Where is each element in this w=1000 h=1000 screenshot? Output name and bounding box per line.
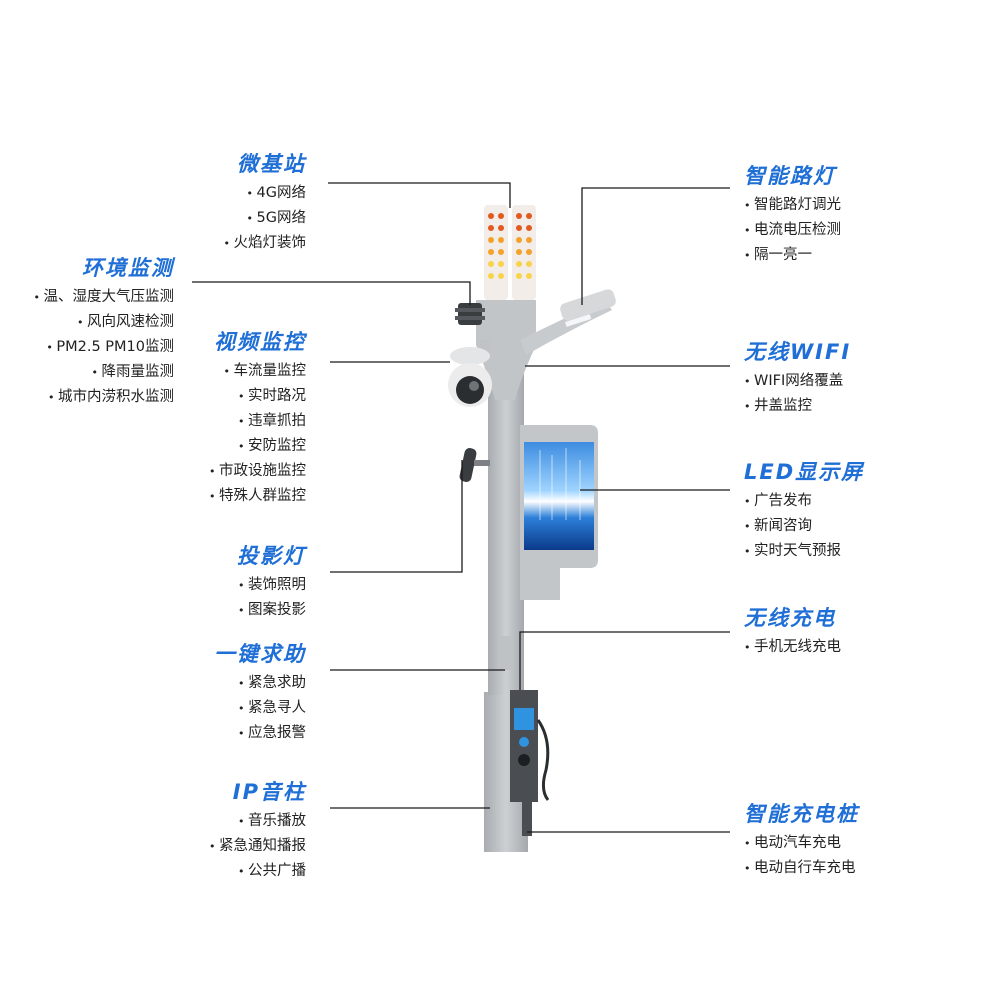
title-projection-light: 投影灯	[237, 544, 306, 568]
list-item: 5G网络	[224, 206, 306, 231]
streetlight-lamp	[560, 289, 616, 321]
list-item: 火焰灯装饰	[224, 231, 307, 256]
list-item: 电动汽车充电	[744, 831, 856, 856]
leader-smart-streetlight	[581, 187, 730, 305]
title-environment-monitoring: 环境监测	[82, 256, 174, 280]
items-wireless-charging: 手机无线充电	[744, 635, 841, 660]
list-item: 应急报警	[238, 721, 306, 746]
title-ip-speaker: IP音柱	[232, 780, 306, 804]
items-micro-base-station: 4G网络 5G网络 火焰灯装饰	[224, 181, 307, 256]
environment-sensor	[455, 303, 485, 325]
list-item: 车流量监控	[209, 359, 307, 384]
title-video-surveillance: 视频监控	[214, 330, 306, 354]
items-wireless-wifi: WIFI网络覆盖 井盖监控	[744, 369, 843, 419]
list-item: 紧急求助	[238, 671, 306, 696]
list-item: 广告发布	[744, 489, 841, 514]
list-item: 违章抓拍	[209, 409, 306, 434]
title-one-key-help: 一键求助	[214, 642, 306, 666]
flame-lamp-decoration	[484, 205, 536, 300]
items-video-surveillance: 车流量监控 实时路况 违章抓拍 安防监控 市政设施监控 特殊人群监控	[209, 359, 306, 509]
list-item: WIFI网络覆盖	[744, 369, 843, 394]
items-ip-speaker: 音乐播放 紧急通知播报 公共广播	[209, 809, 306, 884]
list-item: 特殊人群监控	[209, 484, 306, 509]
list-item: 安防监控	[209, 434, 306, 459]
list-item: PM2.5 PM10监测	[34, 335, 174, 360]
list-item: 手机无线充电	[744, 635, 841, 660]
dome-camera	[448, 340, 492, 407]
items-one-key-help: 紧急求助 紧急寻人 应急报警	[238, 671, 306, 746]
pole-head	[476, 300, 536, 400]
items-environment-monitoring: 温、湿度大气压监测 风向风速检测 PM2.5 PM10监测 降雨量监测 城市内涝…	[34, 285, 175, 410]
title-micro-base-station: 微基站	[237, 152, 306, 176]
list-item: 降雨量监测	[34, 360, 175, 385]
list-item: 电动自行车充电	[744, 856, 856, 881]
leader-environment-monitoring	[192, 281, 471, 305]
list-item: 井盖监控	[744, 394, 843, 419]
list-item: 智能路灯调光	[744, 193, 841, 218]
charging-pile	[510, 690, 550, 836]
list-item: 公共广播	[209, 859, 306, 884]
list-item: 紧急通知播报	[209, 834, 306, 859]
list-item: 装饰照明	[238, 573, 306, 598]
list-item: 4G网络	[224, 181, 306, 206]
items-projection-light: 装饰照明 图案投影	[238, 573, 306, 623]
help-panel	[498, 636, 512, 670]
list-item: 市政设施监控	[209, 459, 306, 484]
list-item: 风向风速检测	[34, 310, 174, 335]
leader-wireless-charging	[519, 631, 730, 690]
title-wireless-wifi: 无线WIFI	[744, 340, 852, 364]
title-smart-streetlight: 智能路灯	[744, 164, 836, 188]
list-item: 新闻咨询	[744, 514, 841, 539]
list-item: 温、湿度大气压监测	[34, 285, 175, 310]
list-item: 紧急寻人	[238, 696, 306, 721]
leader-micro-base-station	[328, 182, 511, 208]
leader-projection-light	[330, 460, 463, 573]
items-smart-charging-pile: 电动汽车充电 电动自行车充电	[744, 831, 856, 881]
list-item: 音乐播放	[209, 809, 306, 834]
list-item: 电流电压检测	[744, 218, 841, 243]
list-item: 实时天气预报	[744, 539, 841, 564]
list-item: 城市内涝积水监测	[34, 385, 174, 410]
title-led-display: LED显示屏	[744, 460, 865, 484]
title-wireless-charging: 无线充电	[744, 606, 836, 630]
list-item: 图案投影	[238, 598, 306, 623]
title-smart-charging-pile: 智能充电桩	[744, 802, 859, 826]
list-item: 实时路况	[209, 384, 306, 409]
list-item: 隔一亮一	[744, 243, 841, 268]
led-screen	[524, 442, 594, 550]
items-led-display: 广告发布 新闻咨询 实时天气预报	[744, 489, 841, 564]
items-smart-streetlight: 智能路灯调光 电流电压检测 隔一亮一	[744, 193, 841, 268]
projection-light	[459, 448, 490, 482]
